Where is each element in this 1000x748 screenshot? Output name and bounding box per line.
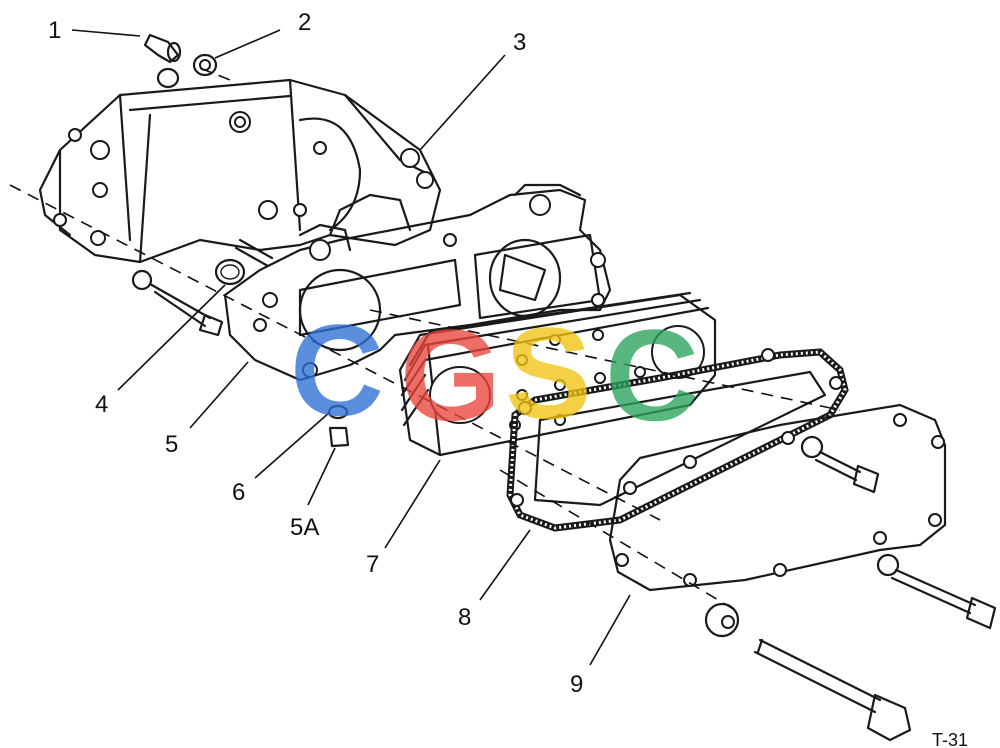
- callout-2: 2: [298, 9, 311, 36]
- callout-5a: 5A: [290, 514, 319, 541]
- part-7-cooler-core: [398, 291, 717, 457]
- corner-code: T-31: [932, 730, 968, 748]
- watermark-letter-1: C: [290, 297, 384, 443]
- callout-3: 3: [513, 29, 526, 56]
- part-2-washer: [192, 53, 218, 77]
- part-9-cover: [608, 403, 947, 592]
- callout-9: 9: [570, 671, 583, 698]
- callout-6: 6: [232, 479, 245, 506]
- callout-4: 4: [95, 391, 108, 418]
- part-4-seal-and-bolt: [131, 238, 274, 337]
- watermark-letter-4: C: [605, 302, 699, 448]
- part-8-gasket: [506, 348, 849, 532]
- part-3-housing: [38, 78, 442, 264]
- watermark-letter-3: S: [505, 300, 592, 446]
- part-1-plug: [143, 33, 182, 89]
- callout-1: 1: [48, 17, 61, 44]
- part-5-base-housing: [223, 183, 612, 382]
- cover-bolts: [704, 435, 997, 742]
- callout-8: 8: [458, 604, 471, 631]
- leader-lines: [71, 29, 631, 666]
- callout-labels: 1 2 3 4 5 6 5A 7 8 9 T-31: [48, 9, 968, 748]
- alignment-lines: [9, 67, 841, 611]
- callout-7: 7: [366, 551, 379, 578]
- watermark-letter-2: G: [400, 302, 501, 448]
- watermark-logo: C G S C: [290, 297, 699, 448]
- callout-5: 5: [165, 431, 178, 458]
